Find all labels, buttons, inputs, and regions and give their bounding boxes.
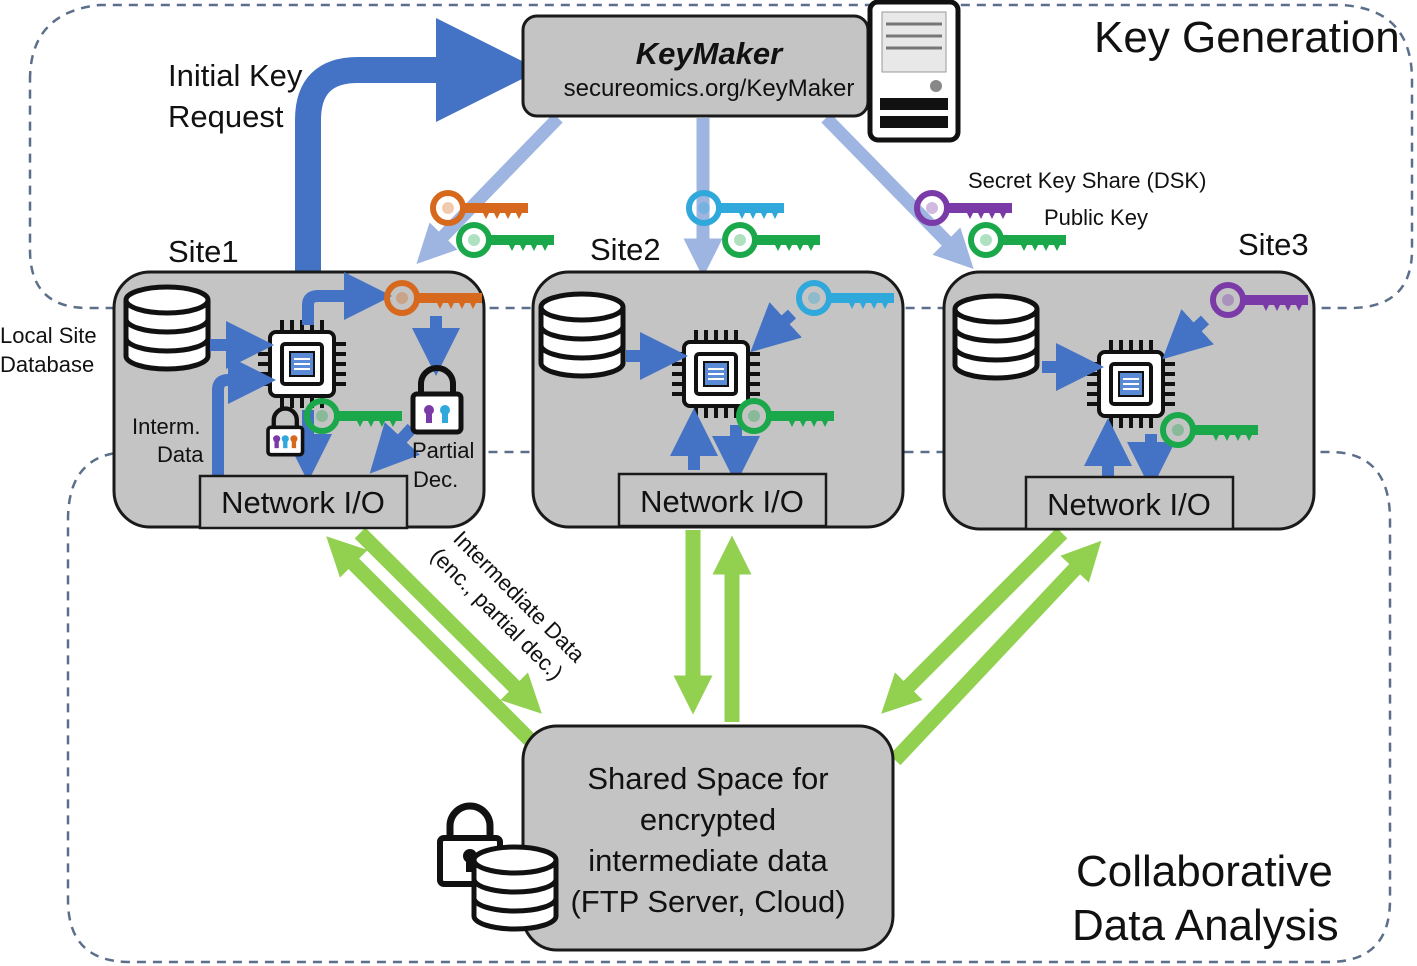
public-key-icon-site1 [459, 225, 554, 255]
site1-name: Site1 [168, 234, 239, 269]
server-icon [867, 0, 961, 143]
initial-key-label-line1: Initial Key [168, 58, 303, 93]
site2-network-io-box [617, 472, 828, 528]
local-site-db-label-line1: Local Site [0, 323, 97, 348]
collaborative-region [66, 450, 1392, 964]
collaborative-label-line2: Data Analysis [1072, 901, 1339, 950]
public-key-label: Public Key [1044, 205, 1148, 230]
site1-partial-lock-icon [413, 368, 461, 432]
site3-chip-icon [1085, 338, 1177, 430]
collaborative-label-line1: Collaborative [1076, 847, 1333, 896]
site3-database-icon [955, 296, 1037, 378]
site1-encrypted-lock-icon [268, 409, 303, 455]
key-generation-label: Key Generation [1094, 13, 1400, 62]
site3-network-io-box [1024, 475, 1235, 531]
site3-name: Site3 [1238, 227, 1309, 262]
secret-key-share-label: Secret Key Share (DSK) [968, 168, 1206, 193]
shared-space-line2: encrypted [640, 802, 776, 837]
site3-network-io-label: Network I/O [1047, 487, 1211, 522]
shared-space-line4: (FTP Server, Cloud) [570, 884, 845, 919]
partial-dec-label-line2: Dec. [413, 467, 458, 492]
network-data-arrows [326, 527, 1102, 766]
keymaker-to-site3-arrow [821, 113, 974, 269]
interm-data-label-line1: Interm. [132, 414, 200, 439]
keymaker-to-site1-arrow [416, 113, 563, 264]
key-generation-region [28, 3, 1414, 310]
partial-dec-label-line1: Partial [412, 438, 474, 463]
site1-network-io-label: Network I/O [221, 485, 385, 520]
public-key-icon-site2 [725, 225, 820, 255]
local-site-db-label-line2: Database [0, 352, 94, 377]
site2-database-icon [541, 294, 623, 376]
shared-space-box [521, 724, 895, 952]
shared-space-line1: Shared Space for [587, 761, 828, 796]
keymaker-url: secureomics.org/KeyMaker [564, 75, 855, 102]
shared-space-line3: intermediate data [588, 843, 828, 878]
site1-chip-icon [256, 318, 348, 410]
keymaker-title: KeyMaker [636, 36, 784, 71]
site2-name: Site2 [590, 232, 661, 267]
key-distribution-arrows [416, 113, 974, 278]
site1-panel: Interm. Data Partial Dec. Network I/O [112, 270, 486, 530]
interm-data-label-line2: Data [157, 442, 204, 467]
site1-network-io-box [198, 474, 409, 530]
initial-key-label-line2: Request [168, 99, 284, 134]
site2-network-io-label: Network I/O [640, 484, 804, 519]
site1-database-icon [126, 287, 208, 369]
site3-panel: Network I/O [942, 270, 1316, 531]
initial-key-request-arrow [295, 18, 540, 272]
shared-database-icon [474, 847, 556, 929]
site2-panel: Network I/O [531, 270, 905, 529]
